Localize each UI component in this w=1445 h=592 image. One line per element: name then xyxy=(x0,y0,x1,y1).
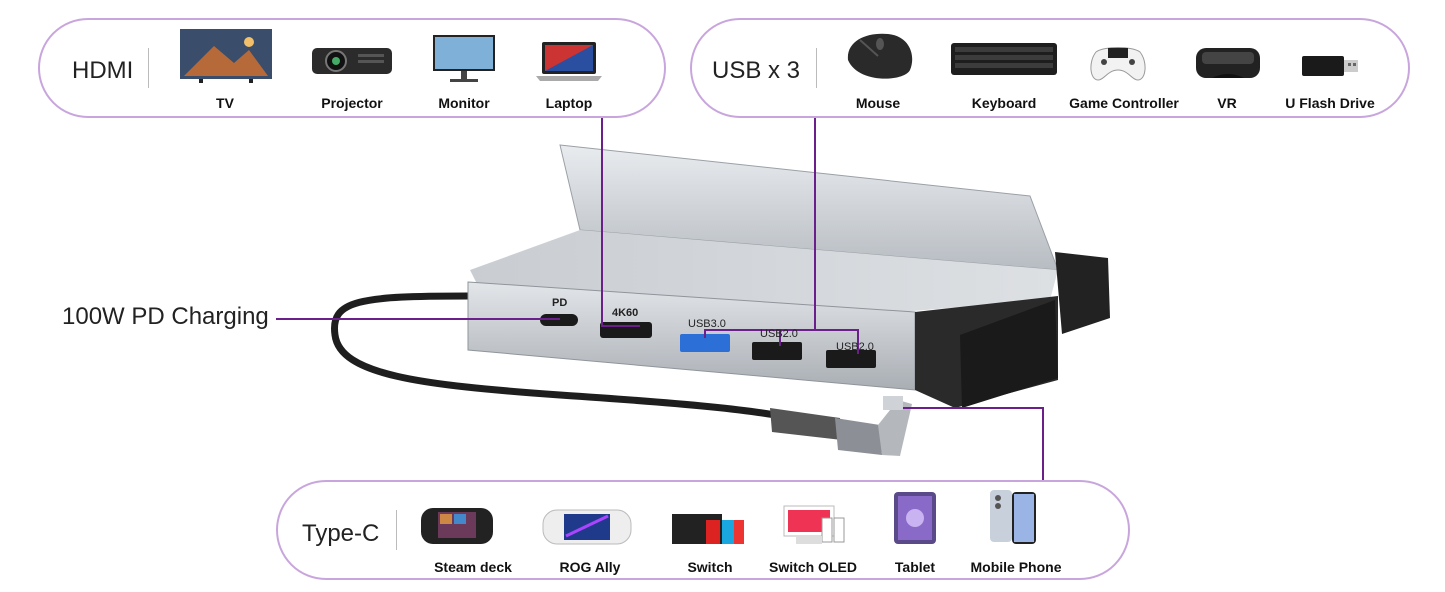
game-controller-icon xyxy=(1088,42,1148,82)
hdmi-group: HDMI TV Projector Monitor Laptop xyxy=(38,18,666,118)
laptop-label: Laptop xyxy=(545,95,593,111)
mouse-icon xyxy=(838,30,918,84)
rog-ally-label: ROG Ally xyxy=(559,559,621,575)
rog-ally-icon xyxy=(542,506,632,548)
switch-oled-icon xyxy=(778,500,852,546)
port-label-usb2: USB2.0 xyxy=(760,328,798,340)
callout-lines xyxy=(276,116,1044,480)
port-label-usb3: USB2.0 xyxy=(836,341,874,353)
steam-deck-icon xyxy=(420,504,494,548)
typec-group-title: Type-C xyxy=(302,520,380,547)
tablet-icon xyxy=(892,490,938,546)
switch-oled-label: Switch OLED xyxy=(769,559,857,575)
laptop-icon xyxy=(536,40,602,82)
switch-icon xyxy=(670,512,746,546)
mouse-label: Mouse xyxy=(855,95,901,111)
tablet-label: Tablet xyxy=(894,559,936,575)
port-label-hdmi: 4K60 xyxy=(612,307,639,319)
flash-drive-label: U Flash Drive xyxy=(1285,95,1375,111)
tv-icon xyxy=(179,28,273,84)
switch-label: Switch xyxy=(687,559,733,575)
keyboard-icon xyxy=(950,42,1058,76)
tv-label: TV xyxy=(216,95,234,111)
mobile-phone-icon xyxy=(988,488,1038,546)
projector-label: Projector xyxy=(321,95,383,111)
usb-c-plug xyxy=(770,396,912,456)
usb-group: USB x 3 Mouse Keyboard Game Controller V… xyxy=(690,18,1410,118)
keyboard-label: Keyboard xyxy=(971,95,1037,111)
typec-group: Type-C Steam deck ROG Ally Switch Switch… xyxy=(276,480,1130,580)
hdmi-group-title: HDMI xyxy=(72,57,134,84)
monitor-icon xyxy=(432,34,496,84)
steam-deck-label: Steam deck xyxy=(434,559,512,575)
usb-c-cable xyxy=(330,292,804,424)
usb-group-title: USB x 3 xyxy=(712,57,801,84)
port-label-usb1: USB3.0 xyxy=(688,318,726,330)
game-controller-label: Game Controller xyxy=(1069,95,1179,111)
vr-label: VR xyxy=(1217,95,1237,111)
projector-icon xyxy=(310,42,394,78)
flash-drive-icon xyxy=(1300,54,1360,78)
monitor-label: Monitor xyxy=(438,95,490,111)
mobile-phone-label: Mobile Phone xyxy=(970,559,1062,575)
port-label-pd: PD xyxy=(552,297,568,309)
pd-charging-label: 100W PD Charging xyxy=(62,303,269,330)
vr-headset-icon xyxy=(1192,44,1264,82)
